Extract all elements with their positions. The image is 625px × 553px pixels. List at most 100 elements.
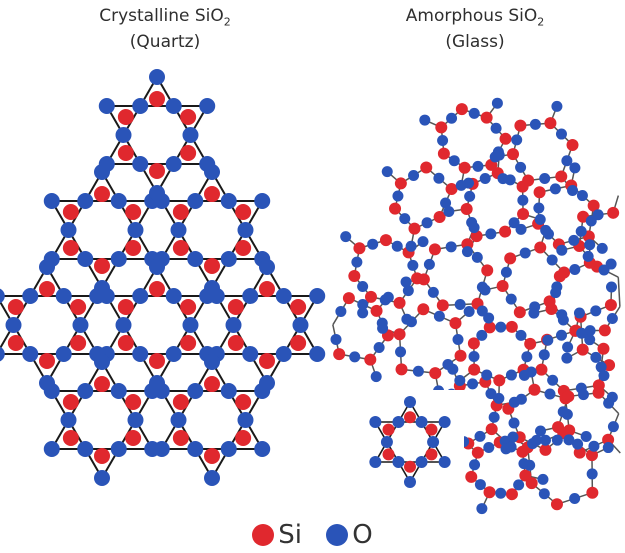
o-atom [511,134,523,146]
o-atom [165,156,182,172]
o-atom [77,251,94,267]
amorphous-title-text: Amorphous SiO [405,6,538,26]
o-atom [584,239,596,251]
o-atom [491,97,503,109]
o-atom [508,217,520,229]
o-atom [153,383,170,399]
si-atom [235,239,252,256]
o-atom [517,194,529,206]
si-atom [342,292,355,305]
si-atom [172,239,189,256]
o-atom [508,417,520,429]
o-atom [153,441,170,457]
o-atom [598,370,610,382]
o-atom [476,329,488,341]
crystalline-subtitle: (Quartz) [129,32,201,53]
o-atom [454,299,466,311]
si-atom [180,299,197,316]
si-atom [227,299,244,316]
o-atom [538,488,550,500]
o-atom [395,346,407,358]
o-atom [110,251,127,267]
si-atom [94,447,110,464]
o-atom [463,177,475,189]
si-atom [445,183,458,196]
si-atom [550,498,563,511]
o-atom [220,441,237,457]
si-atom [507,148,520,161]
o-atom [592,209,604,221]
o-atom [127,222,144,238]
o-atom [22,288,39,304]
si-atom [576,343,589,356]
o-atom [132,98,149,114]
si-atom [425,448,438,461]
o-atom [0,288,5,304]
si-atom [428,243,441,256]
o-atom [580,430,592,442]
o-atom [377,322,389,334]
o-atom [340,231,352,243]
si-atom [496,280,509,293]
si-atom [125,239,142,256]
si-atom [465,470,478,483]
o-atom [606,313,618,325]
o-atom [43,383,60,399]
o-atom [367,238,379,250]
o-atom [521,351,533,363]
si-atom [528,383,541,396]
o-atom [415,416,428,428]
si-atom [180,109,197,126]
o-atom [437,135,449,147]
o-atom [488,411,500,423]
o-atom [110,441,127,457]
o-atom [149,185,165,201]
o-atom [447,363,459,375]
o-atom [77,441,94,457]
o-atom [405,316,417,328]
o-atom [495,487,507,499]
si-atom [70,334,87,351]
si-atom [454,349,467,362]
si-atom [204,257,220,274]
si-atom [404,411,416,424]
o-atom [569,493,581,505]
o-atom [421,217,433,229]
si-atom [517,207,530,220]
si-atom [505,320,518,333]
legend-item-si: Si [252,521,302,549]
o-atom [505,293,517,305]
o-atom [94,470,110,486]
o-atom [550,287,562,299]
si-atom [553,270,566,283]
o-atom [381,166,393,178]
o-atom [380,436,393,448]
o-atom [539,434,551,446]
o-atom [446,112,458,124]
si-atom [353,242,366,255]
o-atom [254,383,271,399]
crystalline-title-subscript: 2 [223,15,231,29]
o-atom [254,441,271,457]
o-atom [357,307,369,319]
o-atom [60,222,77,238]
o-atom [275,288,292,304]
si-atom [470,230,483,243]
o-atom [115,127,132,143]
si-atom [504,252,517,265]
si-atom [587,199,600,212]
o-atom [551,100,563,112]
si-atom [420,161,433,174]
o-atom [576,327,588,339]
o-atom [575,225,587,237]
o-atom [561,352,573,364]
o-atom [392,190,404,202]
o-atom [330,333,342,345]
o-atom [481,369,493,381]
o-atom [515,329,527,341]
o-atom [485,228,497,240]
o-atom [584,334,596,346]
o-atom [72,317,89,333]
o-atom [513,479,525,491]
